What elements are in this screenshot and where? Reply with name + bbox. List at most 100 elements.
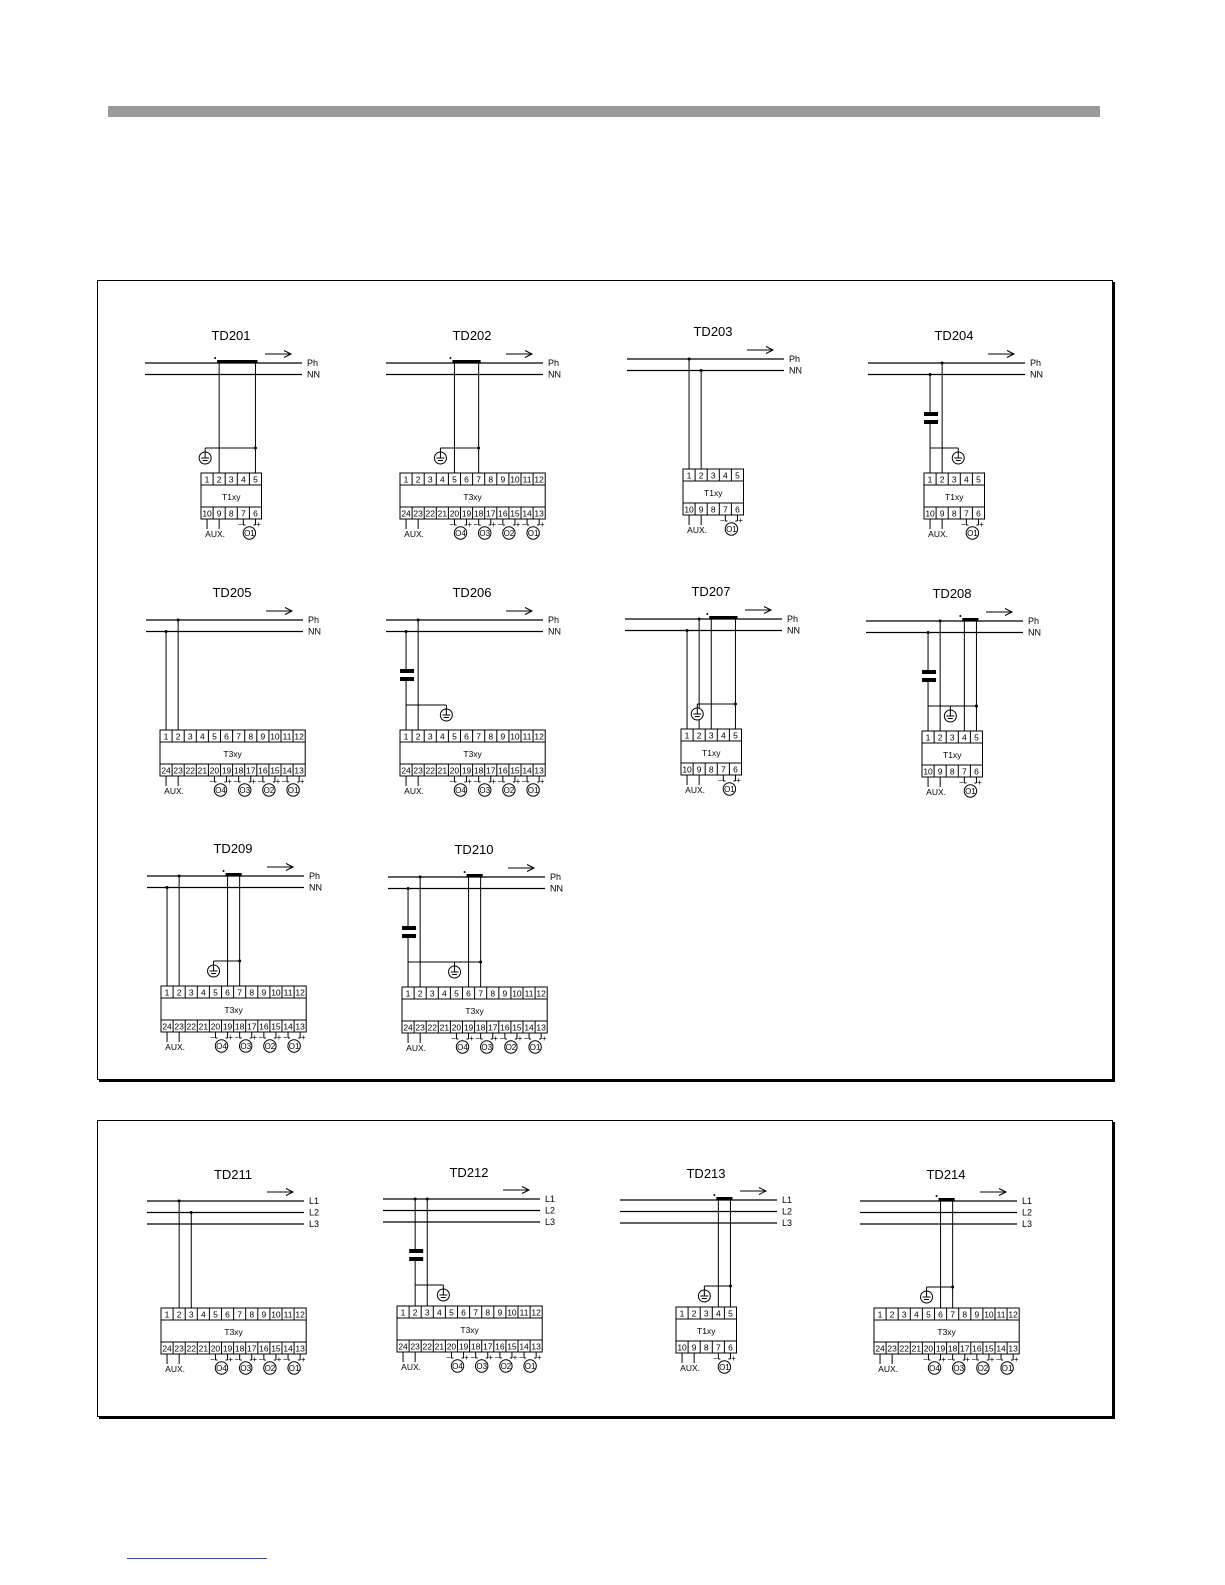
diagram-title: TD201 xyxy=(211,328,250,343)
terminal-label: 2 xyxy=(177,988,182,998)
terminal-label: 9 xyxy=(500,475,505,485)
polarity-dot xyxy=(713,1194,716,1196)
terminal-label: 11 xyxy=(520,1308,529,1318)
terminal-label: 13 xyxy=(531,1342,541,1352)
output-circle xyxy=(287,1039,301,1053)
terminal-label: 9 xyxy=(697,765,702,775)
aux-label: AUX. xyxy=(680,1363,700,1373)
terminal-label: 23 xyxy=(887,1344,897,1354)
terminal-label: 19 xyxy=(223,1022,233,1032)
terminal-label: 14 xyxy=(522,509,532,519)
line-label-nn: NN xyxy=(548,627,561,637)
polarity-plus: + xyxy=(516,777,521,786)
output-label: O3 xyxy=(476,1362,487,1371)
module-name: T3xy xyxy=(463,492,482,502)
line-label-ph: Ph xyxy=(789,354,800,364)
polarity-plus: + xyxy=(979,520,984,529)
polarity-minus: − xyxy=(498,777,503,786)
terminal-label: 6 xyxy=(733,765,738,775)
terminal-label: 14 xyxy=(522,766,532,776)
output-circle xyxy=(526,783,540,797)
terminal-label: 19 xyxy=(222,766,232,776)
terminal-label: 5 xyxy=(212,732,217,742)
terminal-label: 21 xyxy=(438,766,448,776)
terminal-label: 11 xyxy=(525,989,534,999)
terminal-label: 20 xyxy=(924,1344,934,1354)
terminal-label: 8 xyxy=(248,732,253,742)
polarity-minus: − xyxy=(524,1034,529,1043)
terminal-label: 21 xyxy=(438,509,448,519)
output-circle xyxy=(499,1359,513,1373)
terminal-label: 9 xyxy=(217,509,222,519)
junction-dot xyxy=(928,373,932,376)
terminal-label: 18 xyxy=(235,1022,245,1032)
terminal-label: 19 xyxy=(462,766,472,776)
polarity-plus: + xyxy=(990,1355,995,1364)
terminal-label: 3 xyxy=(189,1310,194,1320)
terminal-label: 15 xyxy=(984,1344,994,1354)
line-label-ph: Ph xyxy=(309,871,320,881)
output-circle xyxy=(239,1361,253,1375)
output-label: O1 xyxy=(724,785,735,794)
polarity-minus: − xyxy=(947,1355,952,1364)
terminal-label: 8 xyxy=(950,767,955,777)
terminal-label: 19 xyxy=(936,1344,946,1354)
polarity-minus: − xyxy=(234,1355,239,1364)
terminal-label: 4 xyxy=(437,1308,442,1318)
line-label-nn: NN xyxy=(548,370,561,380)
terminal-label: 8 xyxy=(490,989,495,999)
polarity-plus: + xyxy=(537,1353,542,1362)
polarity-minus: − xyxy=(446,1353,451,1362)
terminal-label: 10 xyxy=(510,475,520,485)
terminal-label: 3 xyxy=(189,988,194,998)
arrow-icon xyxy=(526,864,536,872)
terminal-label: 20 xyxy=(450,766,460,776)
output-label: O4 xyxy=(452,1362,463,1371)
polarity-minus: − xyxy=(258,777,263,786)
terminal-label: 1 xyxy=(165,1310,170,1320)
arrow-icon xyxy=(763,606,773,614)
output-circle xyxy=(455,1040,470,1054)
polarity-minus: − xyxy=(713,1354,718,1363)
line-label-ph: Ph xyxy=(548,615,559,625)
polarity-plus: + xyxy=(977,778,982,787)
module-name: T3xy xyxy=(460,1325,479,1335)
terminal-label: 10 xyxy=(271,988,281,998)
terminal-label: 23 xyxy=(173,766,183,776)
terminal-label: 10 xyxy=(677,1343,687,1353)
ct-bar xyxy=(217,360,258,363)
module-name: T1xy xyxy=(697,1326,716,1336)
arrow-icon xyxy=(524,350,534,358)
output-circle xyxy=(475,1359,489,1373)
terminal-label: 5 xyxy=(213,988,218,998)
diagram-title: TD212 xyxy=(449,1165,488,1180)
polarity-plus: + xyxy=(300,777,305,786)
polarity-plus: + xyxy=(491,777,496,786)
terminal-label: 1 xyxy=(401,1308,406,1318)
terminal-label: 2 xyxy=(699,471,704,481)
output-label: O4 xyxy=(216,1042,227,1051)
terminal-label: 4 xyxy=(721,731,726,741)
terminal-label: 9 xyxy=(502,989,507,999)
polarity-plus: + xyxy=(256,520,261,529)
terminal-label: 8 xyxy=(962,1310,967,1320)
polarity-dot xyxy=(449,357,452,359)
terminal-label: 8 xyxy=(485,1308,490,1318)
terminal-label: 4 xyxy=(201,1310,206,1320)
terminal-label: 7 xyxy=(237,1310,242,1320)
terminal-label: 13 xyxy=(534,509,544,519)
terminal-label: 13 xyxy=(534,766,544,776)
diagram-title: TD211 xyxy=(214,1167,252,1182)
terminal-label: 24 xyxy=(403,1023,413,1033)
module-name: T3xy xyxy=(463,749,482,759)
terminal-label: 2 xyxy=(416,475,421,485)
output-circle xyxy=(478,526,492,540)
footer-link-line xyxy=(127,1558,267,1559)
polarity-plus: + xyxy=(277,1033,282,1042)
polarity-plus: + xyxy=(228,1033,233,1042)
terminal-label: 3 xyxy=(430,989,435,999)
output-label: O4 xyxy=(457,1043,468,1052)
ct-bar xyxy=(709,616,738,619)
